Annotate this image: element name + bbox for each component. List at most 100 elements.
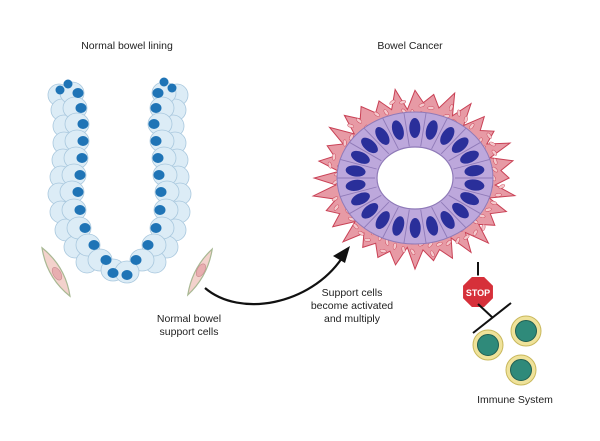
support-cell-nucleus <box>51 267 63 281</box>
tumour-nucleus <box>375 127 390 145</box>
activated-support-cell <box>463 116 468 123</box>
lining-nucleus <box>155 187 167 197</box>
lining-nucleus <box>153 170 165 180</box>
tumour-cell-border <box>453 186 490 198</box>
tumour-cell-border <box>403 209 410 244</box>
lining-nucleus <box>63 79 73 89</box>
lining-nucleus <box>154 205 166 215</box>
inhibition-bar-icon <box>472 302 512 334</box>
tumour-nucleus <box>409 118 421 138</box>
tumour-cell-border <box>431 117 448 150</box>
tumour-nucleus <box>351 150 370 164</box>
activated-support-cell <box>430 250 435 258</box>
activated-support-cell <box>489 141 496 147</box>
bowel-cancer-tumour <box>311 88 517 271</box>
activated-label-line: become activated <box>310 300 394 312</box>
tumour-cell-border <box>453 158 490 170</box>
activated-support-cell <box>472 229 478 236</box>
lining-nucleus <box>159 77 169 87</box>
lining-nucleus <box>150 223 162 233</box>
tumour-nucleus <box>460 150 479 164</box>
activated-support-cell <box>373 111 380 117</box>
activated-support-cell <box>347 123 354 128</box>
support-cell-nucleus <box>195 263 206 277</box>
activated-support-cell <box>490 200 497 205</box>
lining-nucleus <box>167 83 177 93</box>
activated-support-cell <box>486 132 492 139</box>
tumour-cell-border <box>349 194 382 215</box>
tumour-nucleus <box>440 126 455 145</box>
lining-nucleus <box>121 270 133 280</box>
curved-arrow-icon <box>204 257 343 306</box>
tumour-cell-border <box>420 209 427 244</box>
activated-support-cell <box>357 231 365 236</box>
tumour-nucleus <box>392 216 405 236</box>
support-cells-normal <box>41 246 214 298</box>
immune-cell-nucleus <box>515 320 537 342</box>
activated-support-cell <box>427 106 435 110</box>
tumour-cell-border <box>349 141 382 162</box>
support-cell <box>41 246 71 298</box>
lining-nucleus <box>148 119 160 129</box>
immune-cell-nucleus <box>510 359 532 381</box>
activated-support-cell <box>364 238 371 242</box>
tumour-nucleus <box>351 192 370 206</box>
tumour-nucleus <box>426 216 439 236</box>
tumour-cell-border <box>448 194 481 215</box>
tumour-nucleus <box>375 211 390 230</box>
tumour-cell-border <box>382 117 399 150</box>
support-cells-label-line: support cells <box>159 326 219 338</box>
activated-support-cell <box>410 248 416 255</box>
lining-nucleus <box>74 170 86 180</box>
activated-support-cell <box>492 166 498 173</box>
arrowhead-icon <box>333 246 350 263</box>
lining-nucleus <box>150 103 162 113</box>
tumour-cell-border <box>420 112 427 147</box>
lining-nucleus <box>142 240 154 250</box>
bowel-cancer-label: Bowel Cancer <box>377 40 443 52</box>
activated-support-cell <box>457 109 461 117</box>
tumour-cell-border <box>448 141 481 162</box>
activated-support-cell <box>449 104 454 111</box>
activated-support-cell <box>498 184 505 189</box>
tumour-cell-border <box>440 127 467 155</box>
activated-support-cell <box>342 139 347 147</box>
activated-support-cell <box>333 204 339 211</box>
tumour-lumen <box>376 146 454 210</box>
tumour-cell-border <box>340 158 377 170</box>
immune-cell-nucleus <box>477 334 499 356</box>
activated-support-cell <box>399 100 407 105</box>
activated-support-cell <box>352 223 359 230</box>
lining-nucleus <box>74 205 86 215</box>
activated-support-cell <box>494 193 502 197</box>
activated-support-cell <box>327 161 332 169</box>
activated-label-line: and multiply <box>323 313 381 325</box>
tumour-cell-border <box>431 206 448 239</box>
tumour-nucleus <box>391 120 404 140</box>
activated-support-cell <box>392 242 397 250</box>
activated-support-cell <box>356 118 363 124</box>
activated-support-cell <box>379 249 387 253</box>
activated-support-cell <box>389 99 396 105</box>
activated-support-cell <box>484 207 492 212</box>
lining-nucleus <box>72 187 84 197</box>
lining-nucleus <box>88 240 100 250</box>
stop-inhibition-line <box>477 303 494 319</box>
activated-cells-label: Support cells become activated and multi… <box>292 287 412 326</box>
stop-sign-icon: STOP <box>461 275 495 309</box>
lining-nucleus <box>150 136 162 146</box>
activated-support-cell <box>491 149 498 156</box>
lining-nucleus <box>79 223 91 233</box>
tumour-nucleus <box>345 165 366 177</box>
lining-nucleus <box>75 103 87 113</box>
activated-support-cell <box>332 153 336 161</box>
normal-bowel-lining <box>47 77 192 284</box>
support-cells-label-line: Normal bowel <box>156 313 222 325</box>
lining-nucleus <box>76 153 88 163</box>
activated-support-cell <box>463 234 470 240</box>
tumour-nucleus <box>409 218 421 238</box>
activated-support-cell <box>401 246 406 253</box>
tumour-cell-border <box>363 127 390 155</box>
immune-system-label: Immune System <box>477 394 553 406</box>
support-cells-label: Normal bowel support cells <box>134 313 244 339</box>
